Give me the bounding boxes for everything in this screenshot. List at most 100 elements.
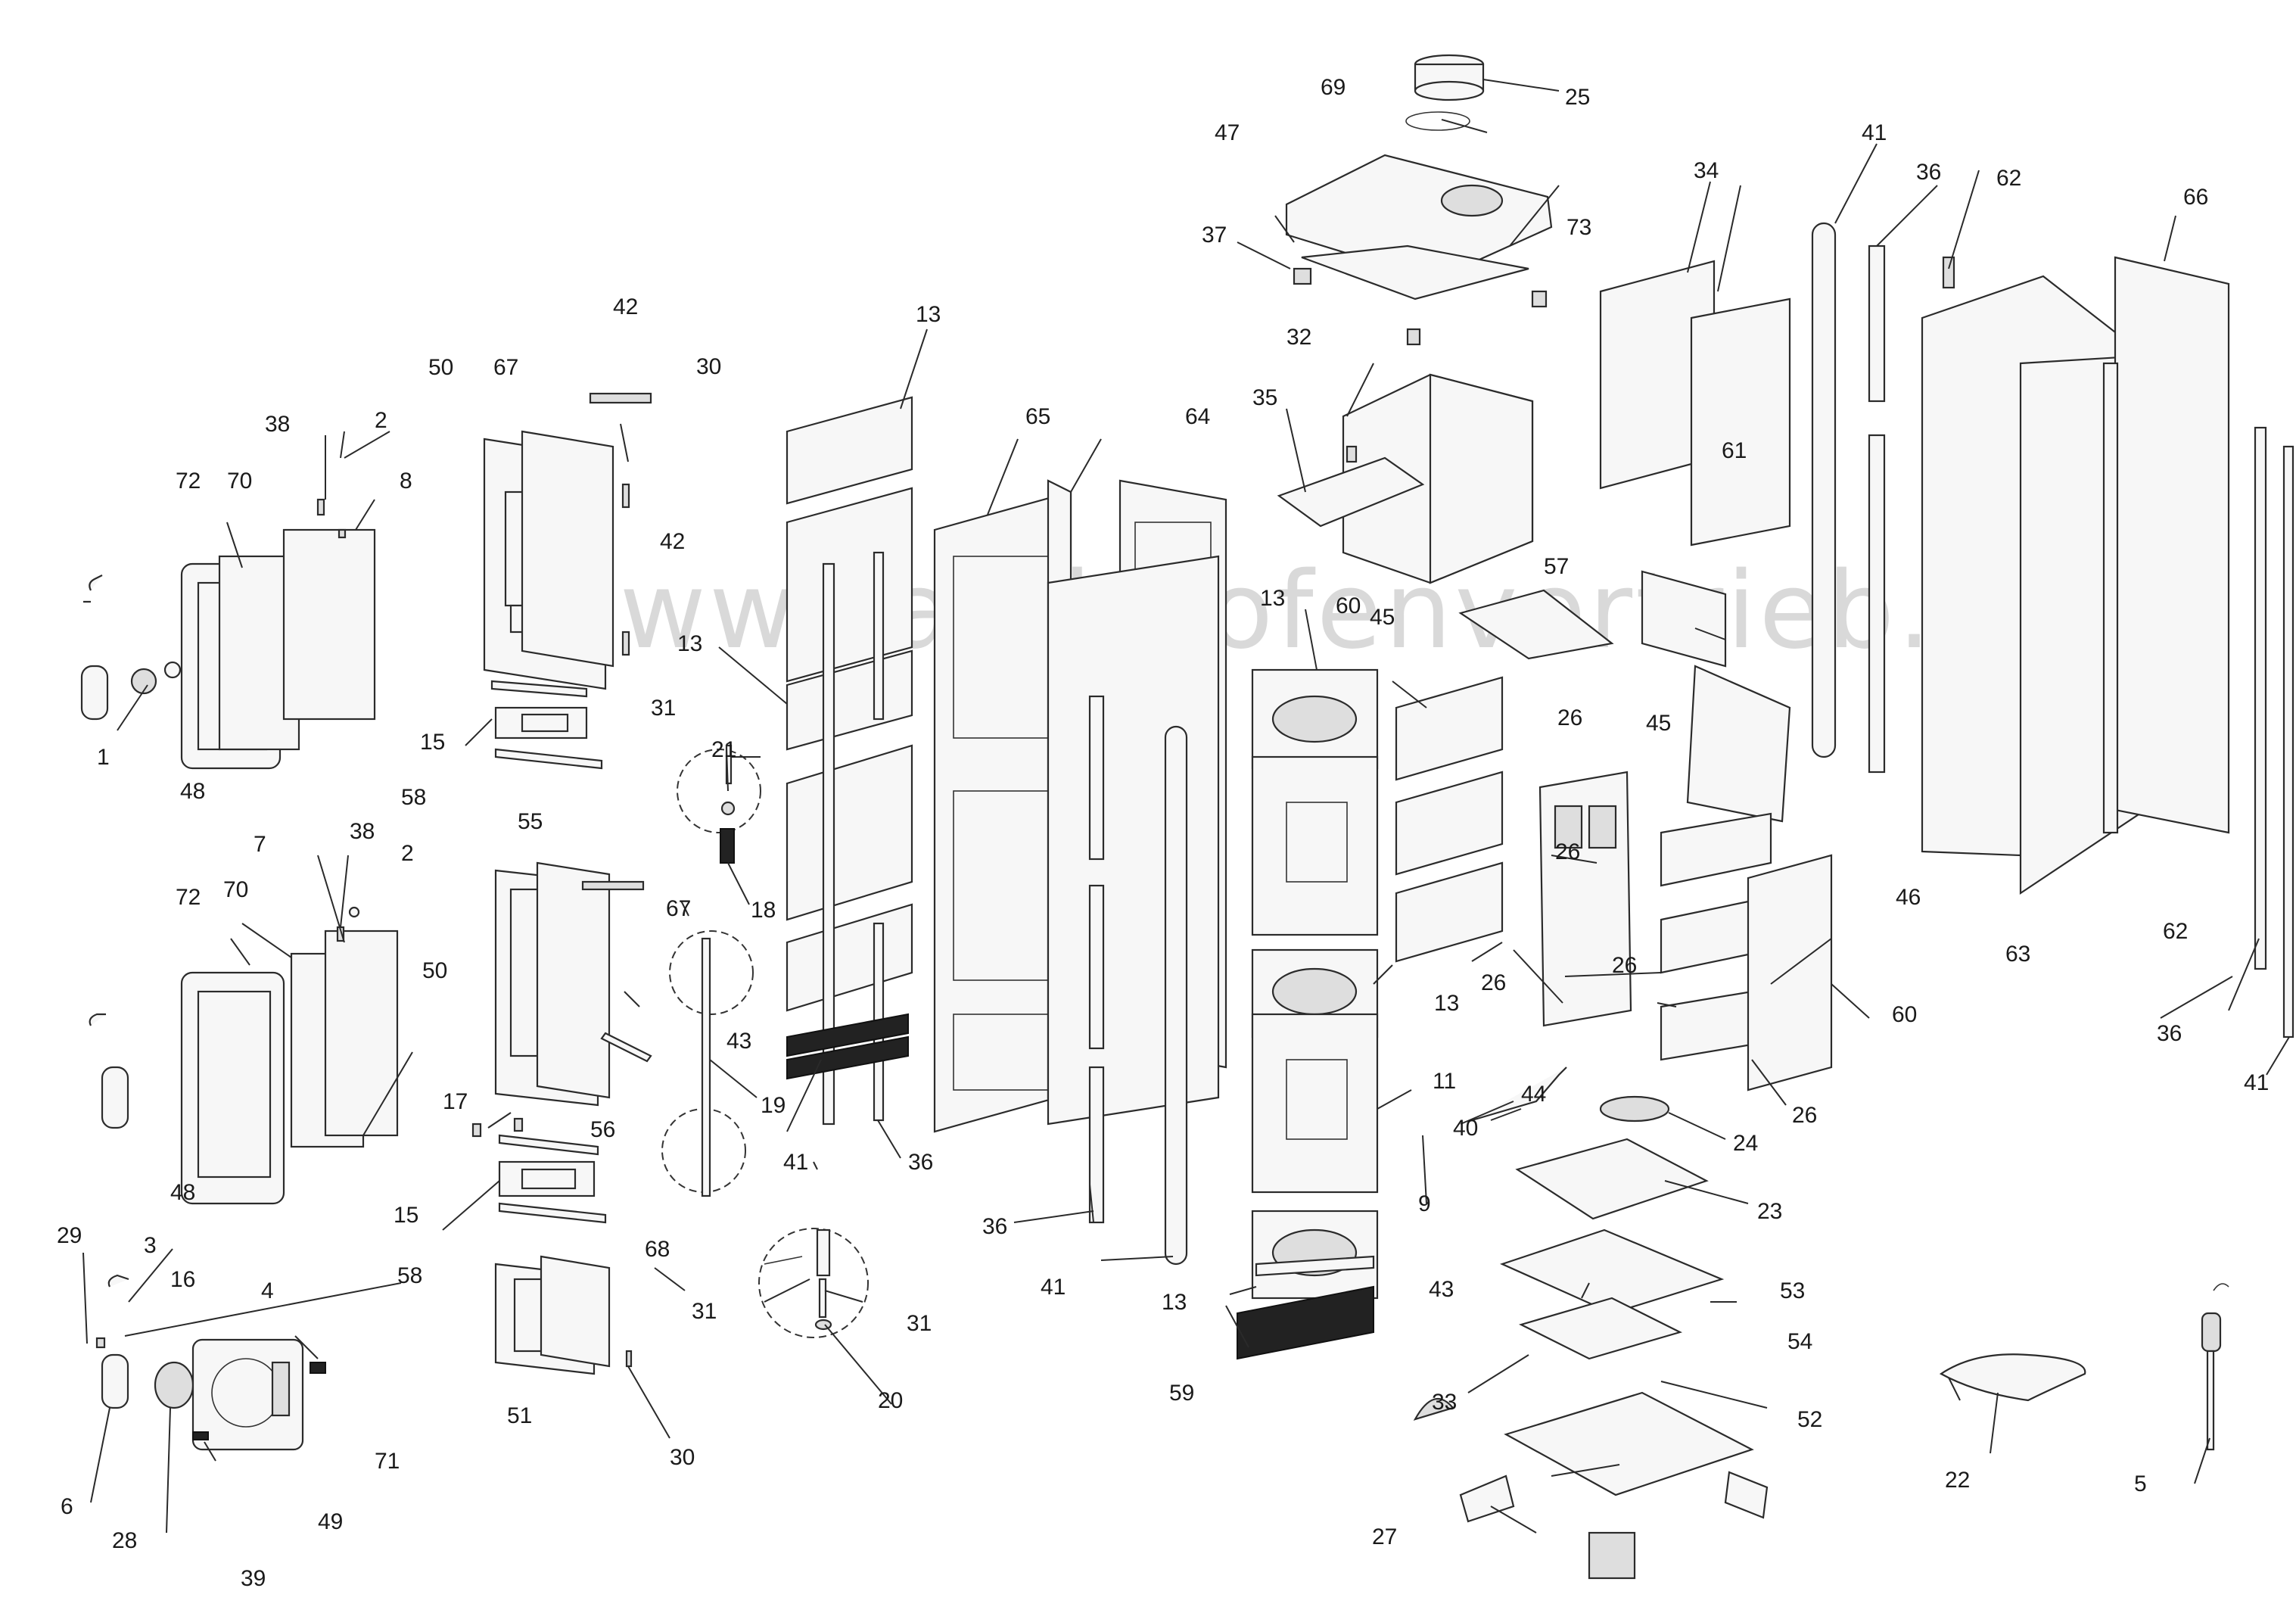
callout-43: 43 (726, 1029, 751, 1054)
callout-1: 1 (97, 745, 110, 770)
watermark: www.kamin-ofenvertrieb.de (530, 550, 2073, 673)
callout-41: 41 (1041, 1275, 1066, 1300)
callout-65: 65 (1025, 404, 1050, 429)
callout-32: 32 (1286, 325, 1311, 350)
callout-36: 36 (982, 1214, 1007, 1239)
leader-lines (82, 79, 2290, 1534)
callout-58: 58 (401, 785, 426, 810)
callout-30: 30 (696, 354, 721, 379)
callout-3: 3 (144, 1233, 157, 1258)
callout-13: 13 (1434, 991, 1459, 1016)
front-facade (1538, 665, 1833, 1091)
callout-52: 52 (1797, 1407, 1822, 1432)
callout-2: 2 (401, 841, 414, 866)
callout-13: 13 (916, 302, 941, 327)
callout-50: 50 (428, 355, 453, 380)
callout-41: 41 (783, 1150, 808, 1175)
callout-56: 56 (590, 1117, 615, 1142)
callout-62: 62 (2163, 919, 2188, 944)
callout-34: 34 (1694, 158, 1719, 183)
callout-21: 21 (711, 737, 736, 762)
callout-72: 72 (176, 885, 201, 910)
firebox (1277, 373, 1534, 584)
base-assembly (1413, 1067, 1769, 1580)
callout-48: 48 (170, 1180, 195, 1205)
ash-box-assembly (95, 1274, 326, 1451)
callout-26: 26 (1612, 953, 1637, 978)
callout-68: 68 (645, 1237, 670, 1262)
callout-55: 55 (518, 809, 543, 834)
lower-ash-door (494, 1134, 633, 1375)
callout-17: 17 (443, 1089, 468, 1114)
upper-door-frame (483, 392, 652, 690)
callout-67: 67 (666, 896, 691, 921)
grille-panels (1395, 570, 1727, 963)
callout-28: 28 (112, 1528, 137, 1553)
callout-15: 15 (394, 1203, 418, 1228)
callout-30: 30 (670, 1445, 695, 1470)
callout-labels: 1 2 2 3 4 5 6 7 8 9 11 13 13 13 13 13 15… (57, 75, 2269, 1591)
callout-63: 63 (2005, 942, 2030, 967)
callout-39: 39 (241, 1566, 266, 1591)
callout-31: 31 (692, 1299, 717, 1324)
callout-38: 38 (350, 819, 375, 844)
callout-26: 26 (1481, 970, 1506, 995)
callout-31: 31 (651, 696, 676, 721)
callout-43: 43 (1429, 1277, 1454, 1302)
callout-58: 58 (397, 1263, 422, 1288)
callout-4: 4 (261, 1278, 274, 1303)
callout-26: 26 (1557, 705, 1582, 730)
callout-70: 70 (223, 877, 248, 902)
upper-door-assembly (80, 498, 376, 770)
callout-69: 69 (1321, 75, 1346, 100)
callout-18: 18 (751, 898, 776, 923)
callout-6: 6 (61, 1494, 73, 1519)
callout-9: 9 (1418, 1191, 1431, 1216)
callout-7: 7 (254, 832, 266, 857)
callout-71: 71 (375, 1449, 400, 1474)
lower-door-frame (471, 861, 652, 1138)
parts-drawing (80, 54, 2294, 1580)
callout-64: 64 (1185, 404, 1210, 429)
callout-26: 26 (1792, 1103, 1817, 1128)
callout-22: 22 (1945, 1468, 1970, 1493)
upper-ash-frame (490, 680, 603, 770)
callout-16: 16 (170, 1267, 195, 1292)
callout-38: 38 (265, 412, 290, 437)
callout-48: 48 (180, 779, 205, 804)
callout-33: 33 (1432, 1390, 1457, 1415)
side-body-panels (933, 479, 1227, 1266)
callout-24: 24 (1733, 1131, 1758, 1156)
callout-11: 11 (1433, 1069, 1456, 1094)
callout-60: 60 (1892, 1002, 1917, 1027)
callout-42: 42 (613, 294, 638, 319)
callout-29: 29 (57, 1223, 82, 1248)
callout-8: 8 (400, 469, 412, 494)
callout-70: 70 (227, 469, 252, 494)
callout-61: 61 (1722, 438, 1747, 463)
callout-62: 62 (1996, 166, 2021, 191)
callout-13: 13 (1260, 586, 1285, 611)
callout-42: 42 (660, 529, 685, 554)
callout-53: 53 (1780, 1278, 1805, 1303)
rod-assembly (661, 744, 869, 1338)
callout-23: 23 (1757, 1199, 1782, 1224)
rear-body (1599, 222, 2294, 1038)
callout-35: 35 (1252, 385, 1277, 410)
callout-47: 47 (1215, 120, 1240, 145)
callout-27: 27 (1372, 1524, 1397, 1549)
lower-door-assembly (89, 906, 399, 1205)
callout-36: 36 (908, 1150, 933, 1175)
callout-60: 60 (1336, 593, 1361, 618)
callout-66: 66 (2183, 185, 2208, 210)
callout-49: 49 (318, 1509, 343, 1534)
callout-15: 15 (420, 730, 445, 755)
callout-20: 20 (878, 1388, 903, 1413)
callout-67: 67 (493, 355, 518, 380)
callout-46: 46 (1896, 885, 1921, 910)
callout-26: 26 (1555, 839, 1580, 864)
callout-31: 31 (907, 1311, 932, 1336)
callout-5: 5 (2134, 1471, 2147, 1496)
callout-37: 37 (1202, 223, 1227, 248)
callout-44: 44 (1521, 1082, 1546, 1107)
